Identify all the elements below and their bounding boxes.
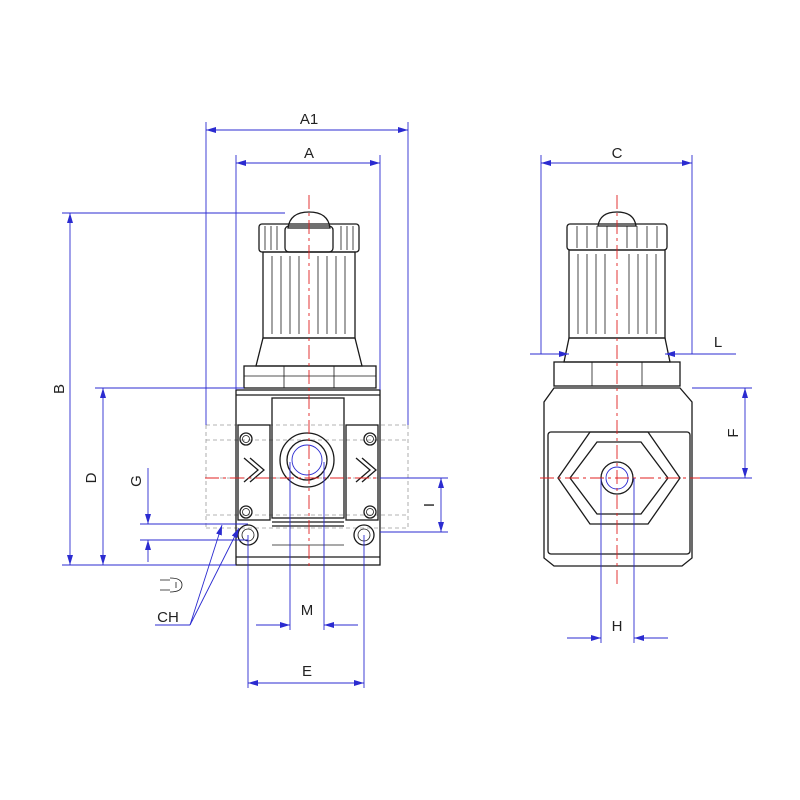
label-H: H [612, 618, 623, 635]
dimension-G: G [128, 468, 248, 562]
side-knob-dome [597, 211, 637, 227]
left-flow-chevron-inner [249, 457, 265, 483]
label-B: B [51, 384, 68, 394]
front-screws [239, 432, 377, 519]
side-knob-cap-ribs [576, 226, 658, 248]
side-view [540, 195, 700, 588]
left-side-rib [237, 424, 271, 521]
dimension-C: C [540, 145, 693, 354]
label-C: C [612, 145, 623, 162]
side-lock-nut [553, 361, 681, 387]
dimension-I: I [380, 477, 448, 533]
label-L: L [714, 334, 722, 351]
wrench-icon [160, 577, 183, 593]
dimension-A: A [235, 145, 381, 390]
label-A1: A1 [300, 111, 318, 128]
dimensions: A1 A C B D [51, 111, 752, 688]
dimension-L: L [530, 334, 736, 357]
dimension-CH: CH [155, 524, 240, 626]
label-CH: CH [157, 609, 179, 626]
dimension-F: F [692, 387, 752, 479]
label-D: D [83, 472, 100, 483]
label-I: I [421, 503, 438, 507]
side-body [543, 387, 693, 567]
dimension-E: E [247, 535, 365, 688]
front-view [205, 195, 412, 570]
knob-dome [287, 211, 331, 229]
dimension-D: D [83, 387, 244, 565]
dimension-H: H [567, 478, 668, 643]
dimension-M: M [256, 462, 358, 630]
label-F: F [725, 428, 742, 437]
main-port-outer [279, 432, 335, 488]
label-M: M [301, 602, 314, 619]
label-G: G [128, 475, 145, 487]
main-port-thread [291, 444, 323, 476]
knob-body-ribs [271, 256, 346, 334]
dimension-B: B [51, 212, 285, 566]
side-knob-body-ribs [577, 254, 657, 334]
body [235, 389, 381, 566]
body-center-pad [271, 397, 345, 519]
lock-nut [243, 365, 377, 389]
right-side-rib [345, 424, 379, 521]
side-body-face [547, 431, 691, 555]
dimension-A1: A1 [205, 111, 409, 425]
knob-cap-ribs [264, 226, 354, 250]
label-E: E [302, 663, 312, 680]
main-port-mid [286, 439, 328, 481]
label-A: A [304, 145, 314, 162]
